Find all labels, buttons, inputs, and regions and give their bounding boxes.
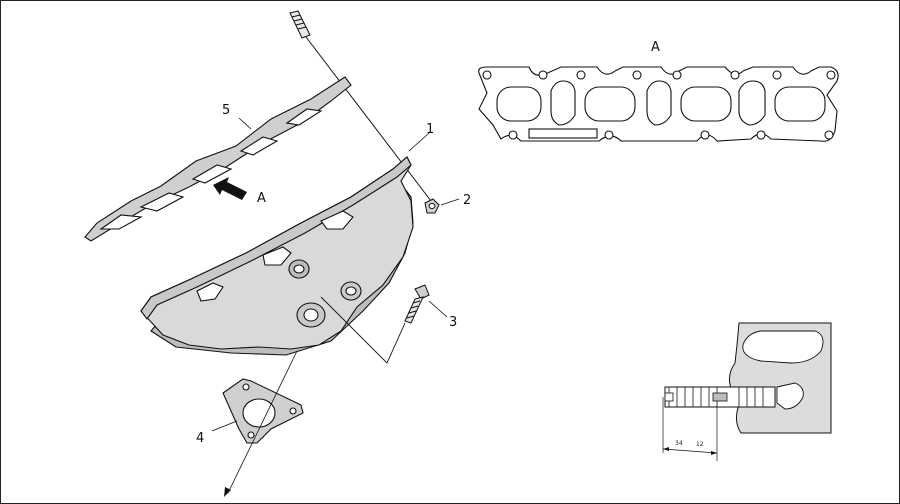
callout-2: 2 — [463, 193, 471, 208]
down-arrowhead — [224, 487, 231, 497]
bolt — [404, 284, 430, 324]
stud-top — [289, 10, 432, 202]
manifold-gasket — [84, 76, 352, 242]
nut — [424, 198, 440, 214]
gasket-view-a — [478, 66, 839, 142]
exhaust-manifold — [140, 156, 414, 356]
callout-1: 1 — [426, 122, 434, 137]
arrow-a-label: A — [257, 191, 266, 206]
dimension-right: 12 — [696, 441, 704, 448]
outlet-gasket — [222, 378, 304, 444]
view-a-title: A — [651, 40, 660, 55]
outlet-axis-line — [227, 350, 298, 494]
callout-3: 3 — [449, 315, 457, 330]
callout-4: 4 — [196, 431, 204, 446]
bolt-leader — [320, 296, 406, 364]
callout-5: 5 — [222, 103, 230, 118]
stud-detail — [662, 322, 832, 461]
dimension-left: 34 — [675, 440, 683, 447]
view-arrow-a — [213, 177, 247, 200]
